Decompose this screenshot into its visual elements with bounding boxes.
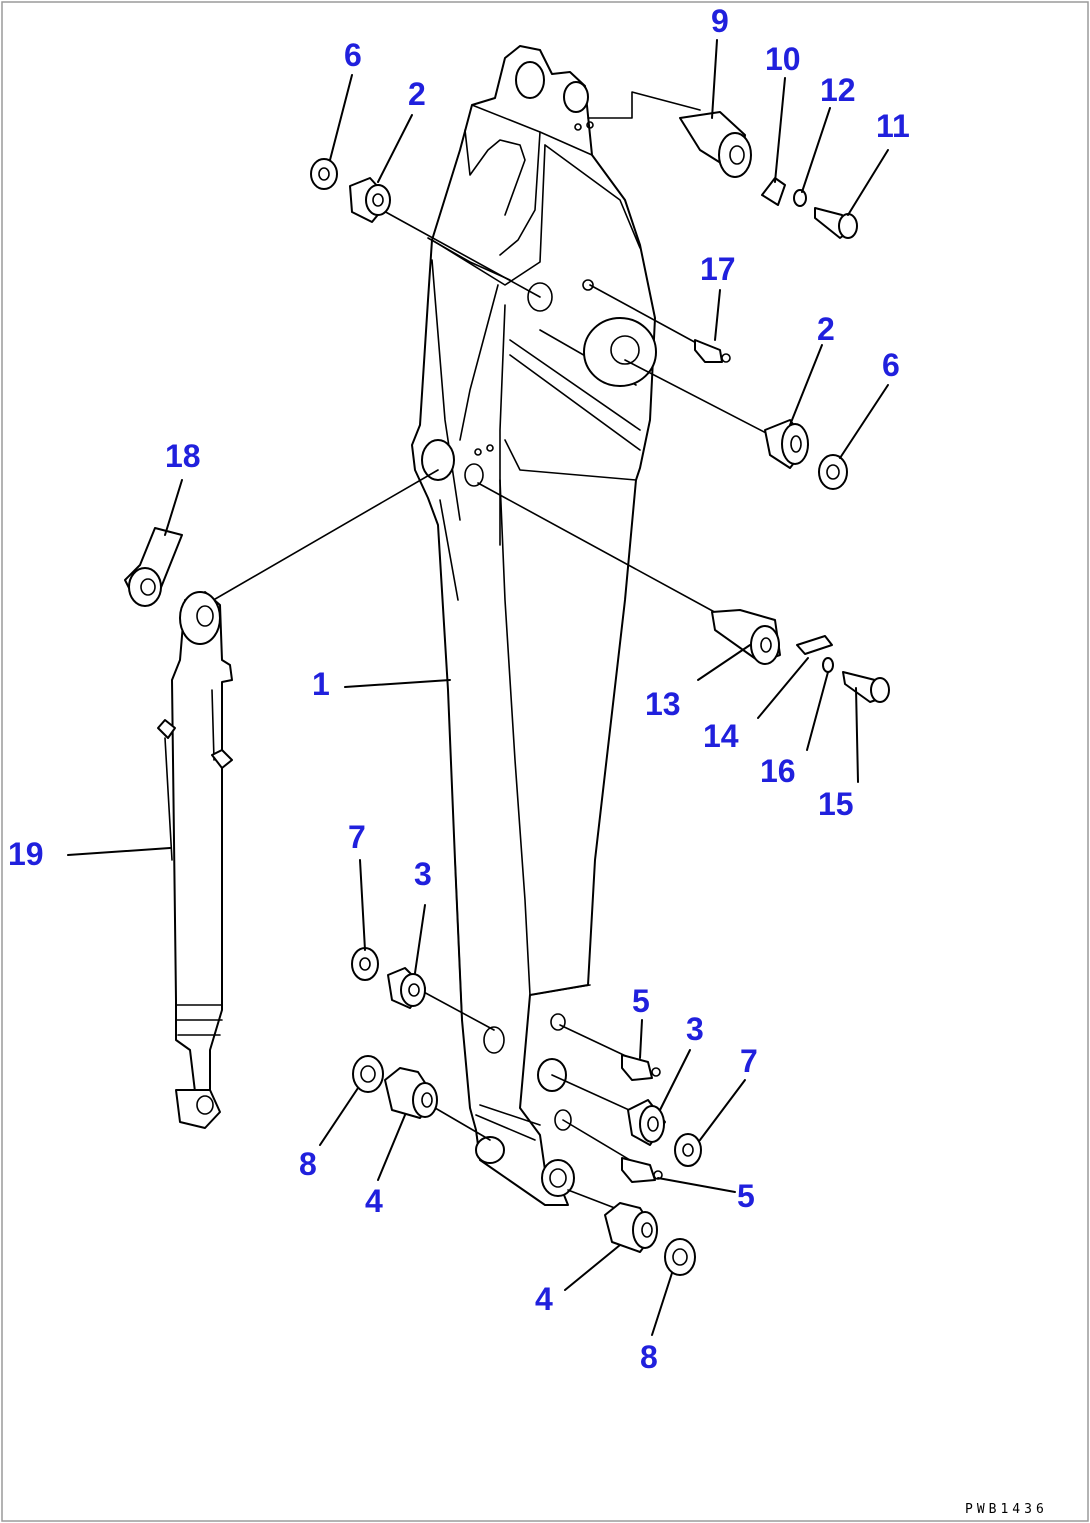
callout-8-upper: 8 — [299, 1146, 317, 1182]
callout-10: 10 — [765, 41, 801, 77]
pin-13 — [711, 609, 781, 665]
callout-7-upper: 7 — [348, 819, 366, 855]
washer-16 — [822, 657, 834, 673]
callout-17: 17 — [700, 251, 736, 287]
shim-18 — [124, 527, 183, 607]
arm-body — [411, 45, 657, 1206]
nut-8-upper — [352, 1055, 384, 1093]
callout-13: 13 — [645, 686, 681, 722]
cylinder-19 — [157, 591, 233, 1129]
callout-16: 16 — [760, 753, 796, 789]
callout-2-lower: 2 — [817, 311, 835, 347]
callout-3-lower: 3 — [686, 1011, 704, 1047]
callout-labels: 1 2 2 3 3 4 4 5 5 6 6 7 7 8 8 9 10 11 12… — [8, 3, 910, 1375]
callout-15: 15 — [818, 786, 854, 822]
callout-19: 19 — [8, 836, 44, 872]
callout-1: 1 — [312, 666, 330, 702]
leader-lines — [67, 39, 889, 1336]
collar-4-upper — [384, 1067, 438, 1119]
callout-5-upper: 5 — [632, 983, 650, 1019]
pin-9 — [679, 111, 752, 178]
callout-6-lower: 6 — [882, 347, 900, 383]
callout-5-lower: 5 — [737, 1178, 755, 1214]
collar-4-lower — [604, 1202, 658, 1253]
bolt-15 — [842, 671, 890, 703]
callout-2-upper: 2 — [408, 76, 426, 112]
grease-fitting-5-lower — [621, 1157, 663, 1183]
nut-7-upper — [351, 947, 379, 981]
callout-12: 12 — [820, 72, 856, 108]
callout-9: 9 — [711, 3, 729, 39]
grease-fitting-17 — [582, 279, 731, 363]
callout-3-upper: 3 — [414, 856, 432, 892]
parts — [124, 111, 890, 1276]
drawing-number: PWB1436 — [965, 1502, 1048, 1517]
callout-8-lower: 8 — [640, 1339, 658, 1375]
bushing-3-lower — [627, 1099, 666, 1146]
callout-7-lower: 7 — [740, 1043, 758, 1079]
bushing-2-lower — [764, 419, 809, 469]
callout-6-upper: 6 — [344, 37, 362, 73]
nut-7-lower — [674, 1133, 702, 1167]
nut-8-lower — [664, 1238, 696, 1276]
plate-14 — [796, 635, 833, 655]
assembly-lines — [209, 91, 771, 1211]
grease-fitting-5-upper — [621, 1054, 661, 1081]
plate-10 — [761, 177, 786, 206]
bolt-11 — [814, 207, 858, 239]
callout-4-lower: 4 — [535, 1281, 553, 1317]
callout-14: 14 — [703, 718, 739, 754]
callout-11: 11 — [876, 108, 910, 144]
washer-12 — [793, 189, 807, 207]
bushing-2-upper — [349, 177, 391, 223]
nut-6-lower — [818, 454, 848, 490]
callout-4-upper: 4 — [365, 1183, 383, 1219]
callout-18: 18 — [165, 438, 201, 474]
bushing-3-upper — [387, 967, 426, 1009]
nut-6-upper — [310, 158, 338, 190]
